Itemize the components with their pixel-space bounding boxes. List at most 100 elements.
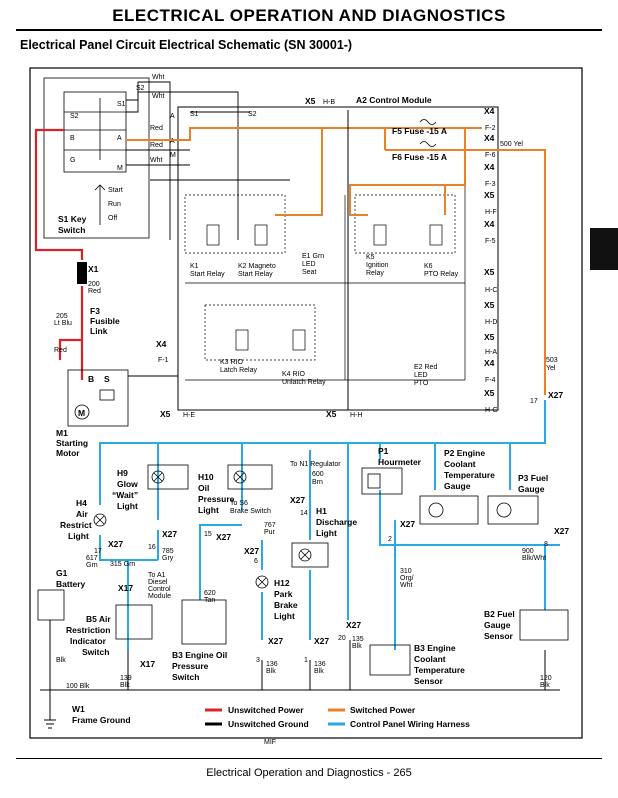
svg-text:K5: K5	[366, 254, 375, 261]
footer-rule	[16, 758, 602, 759]
svg-text:Lt Blu: Lt Blu	[54, 320, 72, 327]
svg-text:Coolant: Coolant	[444, 459, 476, 469]
svg-text:Battery: Battery	[56, 579, 86, 589]
svg-text:Indicator: Indicator	[70, 636, 107, 646]
svg-text:B3 Engine: B3 Engine	[414, 643, 456, 653]
svg-text:Light: Light	[117, 501, 138, 511]
page-footer: Electrical Operation and Diagnostics - 2…	[206, 767, 412, 779]
svg-text:135: 135	[352, 636, 364, 643]
svg-text:120: 120	[540, 675, 552, 682]
svg-text:B: B	[70, 135, 75, 142]
svg-text:S2: S2	[70, 113, 79, 120]
svg-text:PTO: PTO	[414, 380, 429, 387]
indicator-components	[37, 464, 569, 676]
svg-text:Switch: Switch	[172, 672, 199, 682]
svg-text:Brake: Brake	[274, 600, 298, 610]
svg-text:X17: X17	[118, 583, 133, 593]
svg-text:H-B: H-B	[323, 99, 335, 106]
svg-text:Light: Light	[198, 505, 219, 515]
svg-text:F-4: F-4	[485, 377, 496, 384]
switched-power-wires	[126, 127, 546, 395]
svg-text:G: G	[70, 157, 75, 164]
svg-text:Switch: Switch	[82, 647, 109, 657]
harness-connectors: X27 17 X27 16 X27 15 X27 6 X27 14 X27 2 …	[94, 495, 569, 669]
svg-text:Start Relay: Start Relay	[238, 271, 273, 278]
svg-text:Relay: Relay	[366, 270, 384, 277]
svg-text:Temperature: Temperature	[444, 470, 495, 480]
fuses	[419, 119, 437, 147]
svg-text:Unswitched Power: Unswitched Power	[228, 705, 304, 715]
svg-text:3: 3	[256, 657, 260, 664]
svg-text:310: 310	[400, 568, 412, 575]
svg-text:X27: X27	[162, 529, 177, 539]
diagram-title: Electrical Panel Circuit Electrical Sche…	[20, 38, 353, 52]
svg-text:1: 1	[304, 657, 308, 664]
svg-text:F3: F3	[90, 306, 100, 316]
svg-text:Park: Park	[274, 589, 293, 599]
svg-text:200: 200	[88, 281, 100, 288]
svg-text:Air: Air	[76, 509, 89, 519]
svg-text:Switched Power: Switched Power	[350, 705, 416, 715]
svg-text:Wht: Wht	[152, 93, 165, 100]
svg-text:F-5: F-5	[485, 238, 496, 245]
svg-text:X5: X5	[484, 190, 495, 200]
svg-text:Starting: Starting	[56, 438, 88, 448]
svg-text:To S6: To S6	[230, 500, 248, 507]
svg-text:H-F: H-F	[485, 209, 497, 216]
svg-text:X27: X27	[244, 546, 259, 556]
svg-text:Blk: Blk	[540, 682, 550, 689]
svg-text:F-1: F-1	[158, 357, 169, 364]
svg-text:A: A	[170, 138, 175, 145]
control-module-label: A2 Control Module	[356, 95, 432, 105]
unswitched-power-wires	[34, 128, 84, 380]
svg-text:785: 785	[162, 548, 174, 555]
svg-text:Sensor: Sensor	[484, 631, 514, 641]
svg-text:F-6: F-6	[485, 152, 496, 159]
diagram-frame	[29, 67, 583, 739]
svg-text:K4 RIO: K4 RIO	[282, 371, 306, 378]
svg-text:Brake Switch: Brake Switch	[230, 508, 271, 515]
svg-text:H-G: H-G	[485, 407, 498, 414]
svg-text:Restrict: Restrict	[60, 520, 92, 530]
module-side-labels: X4 F-1 X5 H-E X5 H-H	[156, 339, 362, 419]
svg-text:600: 600	[312, 471, 324, 478]
key-switch-labels: S2 S1 B A G M Start Run Off S1 Key Switc…	[58, 101, 126, 235]
svg-text:K1: K1	[190, 263, 199, 270]
svg-text:F-2: F-2	[485, 125, 496, 132]
svg-text:X4: X4	[484, 162, 495, 172]
svg-text:LED: LED	[302, 261, 316, 268]
svg-text:Blk: Blk	[266, 668, 276, 675]
legend: Unswitched Power Switched Power Unswitch…	[205, 705, 470, 729]
svg-text:Control Panel Wiring Harness: Control Panel Wiring Harness	[350, 719, 470, 729]
svg-text:X27: X27	[268, 636, 283, 646]
relay-labels: K1 Start Relay K2 Magneto Start Relay E1…	[190, 253, 459, 387]
svg-text:X5: X5	[484, 267, 495, 277]
svg-text:X4: X4	[484, 106, 495, 116]
svg-text:Ignition: Ignition	[366, 262, 389, 269]
svg-text:K2 Magneto: K2 Magneto	[238, 263, 276, 270]
svg-text:900: 900	[522, 548, 534, 555]
key-output-labels: Wht S2 Wht Red Red Wht A A M S1 S2	[136, 74, 257, 164]
svg-text:Wht: Wht	[150, 157, 163, 164]
svg-text:Blk: Blk	[120, 682, 130, 689]
svg-text:X5: X5	[326, 409, 337, 419]
svg-text:Hourmeter: Hourmeter	[378, 457, 422, 467]
svg-text:Discharge: Discharge	[316, 517, 357, 527]
svg-text:Link: Link	[90, 326, 108, 336]
svg-text:Pur: Pur	[264, 529, 276, 536]
svg-text:100 Blk: 100 Blk	[66, 683, 90, 690]
svg-text:B2 Fuel: B2 Fuel	[484, 609, 515, 619]
svg-text:6: 6	[254, 558, 258, 565]
svg-text:617: 617	[86, 555, 98, 562]
svg-text:W1: W1	[72, 704, 85, 714]
svg-text:Red: Red	[150, 125, 163, 132]
svg-text:Gauge: Gauge	[444, 481, 471, 491]
svg-text:X5: X5	[484, 332, 495, 342]
svg-text:Red: Red	[54, 347, 67, 354]
svg-text:P2 Engine: P2 Engine	[444, 448, 485, 458]
svg-text:A: A	[170, 113, 175, 120]
fusible-link	[77, 262, 87, 284]
svg-text:H9: H9	[117, 468, 128, 478]
svg-text:Oil: Oil	[198, 483, 209, 493]
svg-text:Control: Control	[148, 586, 171, 593]
